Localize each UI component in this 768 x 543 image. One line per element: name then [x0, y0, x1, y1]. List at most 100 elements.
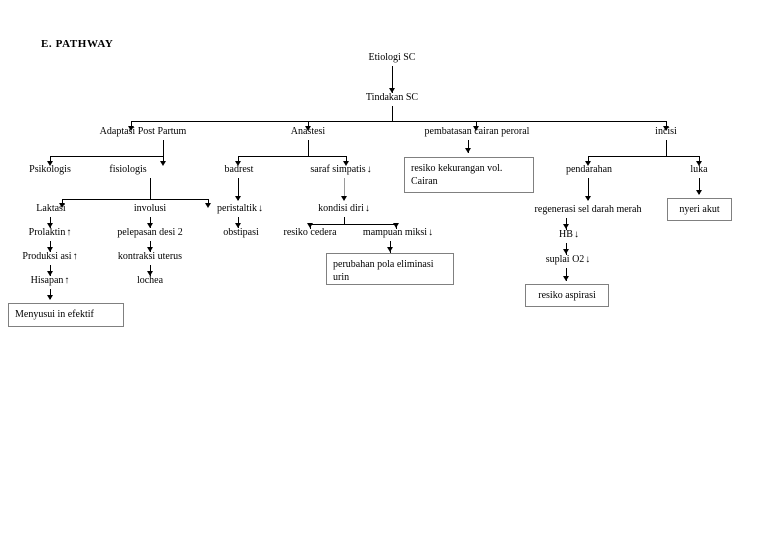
- node-regenerasi-sel-darah-merah: regenerasi sel darah merah: [535, 204, 642, 216]
- down-arrow-icon: ↓: [364, 203, 370, 214]
- node-label: Anastesi: [290, 126, 326, 137]
- arrowhead-icon: [389, 88, 395, 93]
- arrowhead-icon: [160, 161, 166, 166]
- node-kondisi-diri: kondisi diri↓: [318, 203, 370, 215]
- node-label: kontraksi uterus: [117, 251, 183, 262]
- box-menyusui-in-efektif: Menyusui in efektif: [8, 303, 124, 327]
- node-saraf-simpatis: saraf simpatis↓: [310, 164, 371, 176]
- down-arrow-icon: ↓: [366, 164, 372, 175]
- drop-luka: [699, 156, 700, 163]
- node-laktasi: Laktasi: [36, 203, 65, 215]
- node-luka: luka: [690, 164, 707, 176]
- edge-prolaktin-to-produksi: [50, 241, 51, 252]
- node-pendarahan: pendarahan: [566, 164, 612, 176]
- bus-anastesi-children: [238, 156, 346, 157]
- node-prolaktin: Prolaktin↑: [29, 227, 72, 239]
- node-hb: HB↓: [559, 229, 579, 241]
- arrowhead-icon: [563, 276, 569, 281]
- arrowhead-icon: [585, 196, 591, 201]
- box-label-line1: perubahan pola eliminasi: [333, 259, 434, 270]
- edge-adaptasi-stem: [163, 140, 164, 156]
- node-resiko-cedera: resiko cedera: [283, 227, 336, 239]
- node-hisapan: Hisapan↑: [31, 275, 70, 287]
- down-arrow-icon: ↓: [573, 229, 579, 240]
- node-label: involusi: [133, 203, 167, 214]
- edge-suplai-to-aspirasi: [566, 268, 567, 281]
- node-label: saraf simpatis: [310, 164, 366, 175]
- node-incisi: incisi: [655, 126, 677, 138]
- drop-adaptasi: [131, 121, 132, 129]
- node-label: Adaptasi Post Partum: [99, 126, 187, 137]
- up-arrow-icon: ↑: [72, 251, 78, 262]
- arrowhead-icon: [235, 196, 241, 201]
- node-obstipasi: obstipasi: [223, 227, 259, 239]
- node-involusi: involusi: [134, 203, 166, 215]
- page-title: E. PATHWAY: [41, 38, 114, 50]
- edge-saraf-to-kondisi: [344, 178, 345, 200]
- bus-level1: [131, 121, 666, 122]
- node-pelepasan-desi-2: pelepasan desi 2: [117, 227, 183, 239]
- node-label: lochea: [136, 275, 164, 286]
- arrowhead-icon: [59, 203, 65, 208]
- drop-involusi: [208, 199, 209, 206]
- drop-pembatasan: [476, 121, 477, 129]
- edge-incisi-stem: [666, 140, 667, 156]
- up-arrow-icon: ↑: [64, 275, 70, 286]
- node-label: Etiologi SC: [368, 52, 416, 63]
- edge-peristaltik-to-obstipasi: [238, 217, 239, 228]
- node-label: Psikologis: [29, 164, 71, 175]
- arrowhead-icon: [393, 223, 399, 228]
- arrowhead-icon: [47, 161, 53, 166]
- arrowhead-icon: [235, 161, 241, 166]
- edge-anastesi-stem: [308, 140, 309, 156]
- drop-pendarahan: [588, 156, 589, 163]
- box-resiko-aspirasi: resiko aspirasi: [525, 284, 609, 307]
- down-arrow-icon: ↓: [585, 254, 591, 265]
- node-label: peristaltik: [217, 203, 257, 214]
- node-etiologi-sc: Etiologi SC: [369, 52, 416, 64]
- node-label: fisiologis: [109, 164, 147, 175]
- box-perubahan-pola-eliminasi-urin: perubahan pola eliminasi urin: [326, 253, 454, 285]
- node-anastesi: Anastesi: [291, 126, 325, 138]
- down-arrow-icon: ↓: [258, 203, 263, 214]
- drop-badrest: [238, 156, 239, 163]
- arrowhead-icon: [47, 223, 53, 228]
- node-label: pendarahan: [565, 164, 613, 175]
- node-badrest: badrest: [225, 164, 254, 176]
- arrowhead-icon: [465, 148, 471, 153]
- node-label: mampuan miksi: [362, 227, 428, 238]
- node-label: Produksi asi: [22, 251, 72, 262]
- arrowhead-icon: [235, 223, 241, 228]
- node-pembatasan-cairan-peroral: pembatasan cairan peroral: [425, 126, 530, 138]
- arrowhead-icon: [585, 161, 591, 166]
- node-label: kondisi diri: [318, 203, 364, 214]
- edge-hisapan-to-menyusui: [50, 289, 51, 299]
- bus-fisiologis-children: [62, 199, 208, 200]
- arrowhead-icon: [696, 161, 702, 166]
- node-label: pembatasan cairan peroral: [424, 126, 530, 137]
- box-label-line2: urin: [333, 272, 350, 283]
- arrowhead-icon: [343, 161, 349, 166]
- drop-saraf-simpatis: [346, 156, 347, 163]
- node-label: regenerasi sel darah merah: [534, 204, 642, 215]
- drop-fisiologis: [163, 156, 164, 163]
- node-label: pelepasan desi 2: [117, 227, 183, 238]
- node-fisiologis: fisiologis: [109, 164, 146, 176]
- bus-incisi-children: [588, 156, 699, 157]
- arrowhead-icon: [696, 190, 702, 195]
- bus-adaptasi-children: [50, 156, 164, 157]
- drop-incisi: [666, 121, 667, 129]
- node-label: Laktasi: [36, 203, 66, 214]
- box-label-line1: resiko kekurangan vol.: [411, 163, 503, 174]
- node-adaptasi-post-partum: Adaptasi Post Partum: [100, 126, 187, 138]
- arrowhead-icon: [147, 271, 153, 276]
- edge-involusi-to-pelepasan: [150, 217, 151, 228]
- edge-etiologi-to-tindakan: [392, 66, 393, 93]
- arrowhead-icon: [387, 247, 393, 252]
- edge-kontraksi-to-lochea: [150, 265, 151, 276]
- arrowhead-icon: [47, 271, 53, 276]
- node-peristaltik: peristaltik↓: [217, 203, 263, 215]
- arrowhead-icon: [147, 223, 153, 228]
- node-tindakan-sc: Tindakan SC: [366, 92, 418, 104]
- box-label: Menyusui in efektif: [15, 309, 94, 320]
